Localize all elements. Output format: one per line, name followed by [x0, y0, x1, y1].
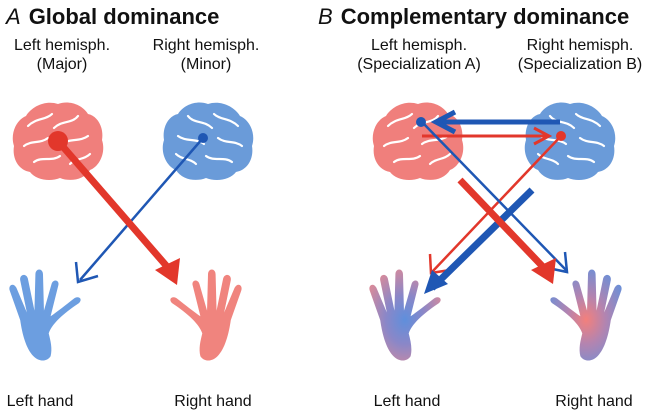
- panel-a-left-hemisphere-role: (Major): [36, 56, 88, 73]
- panel-b-right-hemisphere-label: Right hemisph. (Specialization B): [496, 36, 664, 74]
- panel-b-right-hemisphere-name: Right hemisph.: [526, 37, 634, 54]
- panel-a-right-dot: [198, 133, 208, 143]
- panel-a-right-hemisphere-label: Right hemisph. (Minor): [142, 36, 270, 74]
- panel-a-title: A Global dominance: [6, 4, 219, 30]
- panel-b-right-hand-label: Right hand: [555, 393, 633, 410]
- panel-a-letter: A: [6, 4, 21, 29]
- panel-b-left-hemisphere-role: (Specialization A): [357, 56, 481, 73]
- panel-a-right-hemisphere-role: (Minor): [180, 56, 232, 73]
- panel-b-blue-transfer-arrowhead: [430, 109, 457, 135]
- panel-a-right-hemisphere-name: Right hemisph.: [152, 37, 260, 54]
- panel-b-title: B Complementary dominance: [318, 4, 629, 30]
- panel-a-right-hand-label: Right hand: [174, 393, 252, 410]
- panel-a: [9, 102, 254, 361]
- panel-b-left-dot: [416, 117, 426, 127]
- panel-b-blue-thick-arrow: [429, 187, 535, 291]
- panel-b-title-text: Complementary dominance: [340, 4, 630, 29]
- panel-a-blue-arrowhead: [74, 261, 99, 284]
- panel-a-title-text: Global dominance: [28, 4, 220, 29]
- panel-a-left-dot: [48, 131, 68, 151]
- panel-b-left-hand-label: Left hand: [373, 393, 441, 410]
- panel-a-red-arrowhead: [155, 258, 180, 285]
- panel-b-right-hemisphere-role: (Specialization B): [517, 56, 643, 73]
- panel-a-right-hand: [170, 269, 242, 361]
- panel-b-red-thick-arrowhead: [531, 258, 556, 284]
- panel-b-blue-thin-arrow: [421, 121, 567, 271]
- panel-b-left-hemisphere-label: Left hemisph. (Specialization A): [344, 36, 494, 74]
- panel-b-letter: B: [318, 4, 333, 29]
- panel-b-left-hemisphere-name: Left hemisph.: [370, 37, 468, 54]
- panel-b-blue-thick-arrowhead: [424, 270, 448, 294]
- panel-a-blue-arrow: [79, 137, 204, 281]
- panel-b-right-dot: [556, 131, 566, 141]
- panel-b-red-thin-arrow: [431, 135, 562, 273]
- panel-a-red-arrow: [55, 138, 173, 273]
- panel-b-red-thick-arrow: [457, 177, 549, 273]
- panel-a-left-hemisphere-name: Left hemisph.: [13, 37, 111, 54]
- panel-a-left-hand-label: Left hand: [6, 393, 74, 410]
- panel-b-red-transfer-arrowhead: [533, 126, 553, 146]
- panel-a-left-hand: [9, 269, 81, 361]
- panel-b-right-hand: [550, 269, 622, 361]
- panel-b: [369, 102, 622, 361]
- panel-a-left-hemisphere-label: Left hemisph. (Major): [0, 36, 124, 74]
